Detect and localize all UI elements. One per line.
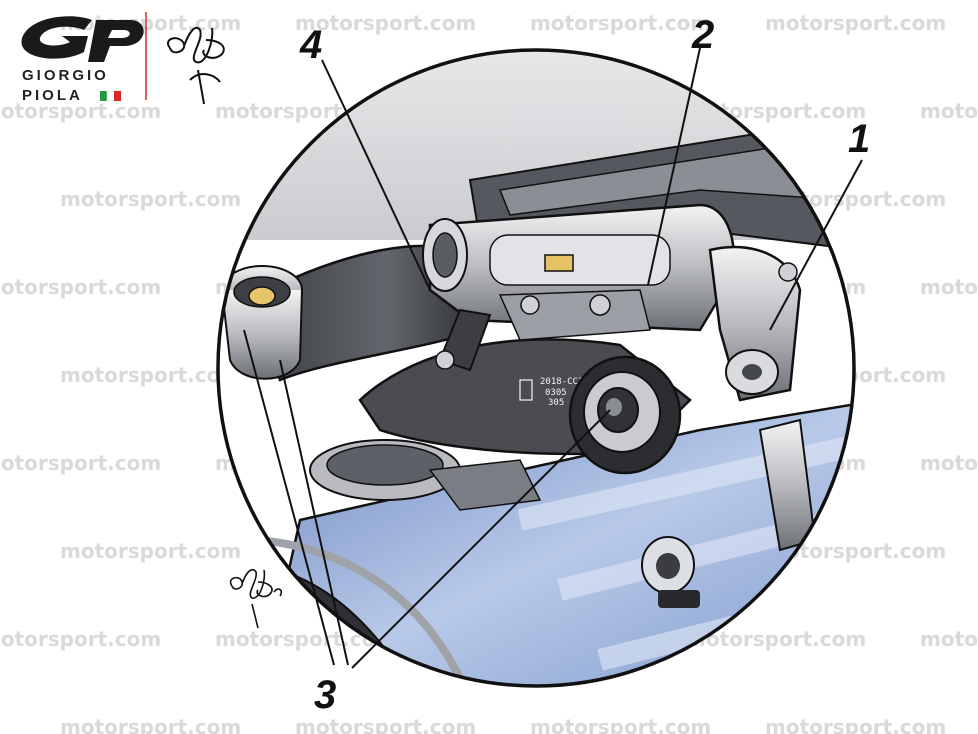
watermark-text: motorsport.com	[920, 99, 978, 123]
watermark-text: motorsport.com	[920, 451, 978, 475]
logo-line-giorgio: GIORGIO	[22, 67, 109, 84]
artist-signature-top	[167, 26, 225, 105]
watermark-text: motorsport.com	[60, 715, 241, 734]
part-stamp-line1: 2018-CC1	[540, 377, 583, 387]
watermark-text: motorsport.com	[60, 11, 241, 35]
artist-signature-inline	[229, 568, 283, 629]
flag-white	[106, 90, 115, 102]
callout-1: 1	[848, 117, 870, 161]
watermark-text: motorsport.com	[0, 275, 161, 299]
watermark-text: motorsport.com	[920, 627, 978, 651]
part-stamp-line2: 0305	[545, 388, 567, 398]
watermark-text: motorsport.com	[0, 627, 161, 651]
watermark-text: motorsport.com	[0, 99, 161, 123]
watermark-text: motorsport.com	[295, 11, 476, 35]
watermark-text: motorsport.com	[765, 11, 946, 35]
watermark-text: motorsport.com	[60, 363, 241, 387]
part-stamp-line3: 305	[548, 398, 564, 408]
magnifier-rim	[216, 48, 856, 688]
watermark-text: motorsport.com	[295, 715, 476, 734]
callout-3: 3	[314, 673, 336, 717]
watermark-text: motorsport.com	[920, 275, 978, 299]
magnified-view: 2018-CC1 0305 305	[218, 50, 854, 686]
callout-2: 2	[691, 13, 714, 57]
flag-red	[114, 91, 121, 101]
watermark-text: motorsport.com	[60, 539, 241, 563]
giorgio-piola-logo: GIORGIO PIOLA	[21, 12, 147, 104]
watermark-text: motorsport.com	[765, 715, 946, 734]
callout-4: 4	[299, 23, 322, 67]
leader-lines	[243, 47, 863, 669]
watermark-text: motorsport.com	[0, 451, 161, 475]
logo-line-piola: PIOLA	[22, 87, 83, 104]
watermark-text: motorsport.com	[530, 11, 711, 35]
watermark-text: motorsport.com	[60, 187, 241, 211]
watermark-text: motorsport.com	[530, 715, 711, 734]
flag-green	[100, 91, 107, 101]
